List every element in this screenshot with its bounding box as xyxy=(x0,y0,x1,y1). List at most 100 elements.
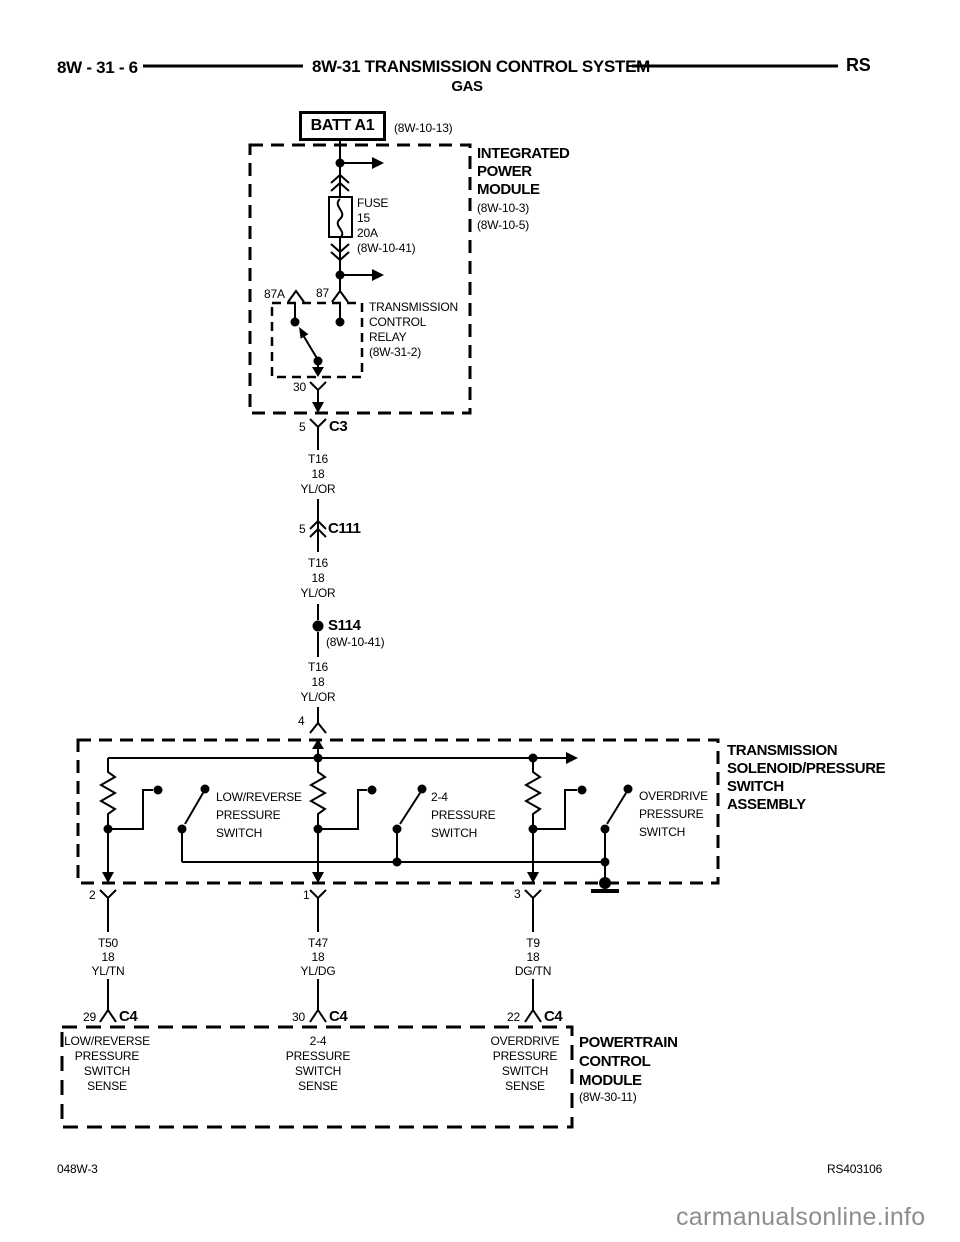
pcm-sense-line: LOW/REVERSE xyxy=(64,1034,150,1048)
pcm-sense-overdrive-label: OVERDRIVE PRESSURE SWITCH SENSE xyxy=(475,1034,575,1094)
wire-gauge: 18 xyxy=(526,950,540,964)
relay-arm xyxy=(302,334,319,361)
pcm-sense-line: SWITCH xyxy=(83,1064,131,1078)
splice-s114-dot xyxy=(312,620,324,632)
switch-label-line: PRESSURE xyxy=(216,808,281,822)
relay-pin-87a-label: 87A xyxy=(264,287,285,301)
pcm-sense-2-4-label: 2-4 PRESSURE SWITCH SENSE xyxy=(268,1034,368,1094)
pcm-sense-line: SENSE xyxy=(505,1079,545,1093)
c3-pin-label: 5 xyxy=(299,420,306,434)
wire-label-t47: T47 18 YL/DG xyxy=(268,936,368,978)
header-page-code: 8W - 31 - 6 xyxy=(57,58,138,77)
battery-feed-box: BATT A1 xyxy=(299,111,386,141)
assembly-name: TRANSMISSION SOLENOID/PRESSURE SWITCH AS… xyxy=(727,742,886,814)
c4-mid-name: C4 xyxy=(329,1008,348,1025)
splice-ref: (8W-10-41) xyxy=(326,635,385,649)
assembly-pin-3-label: 3 xyxy=(514,887,521,901)
c4-right-name: C4 xyxy=(544,1008,563,1025)
assembly-name-line: ASSEMBLY xyxy=(727,796,806,813)
watermark: carmanualsonline.info xyxy=(676,1203,926,1231)
relay-name-line: (8W-31-2) xyxy=(369,345,421,359)
wire-id: T50 xyxy=(97,936,119,950)
switch-label-line: 2-4 xyxy=(431,790,448,804)
relay-name-line: CONTROL xyxy=(369,315,427,329)
relay-pin-87a-symbol xyxy=(287,289,305,303)
wire-gauge: 18 xyxy=(311,675,325,689)
switch-arm-low-reverse xyxy=(184,792,204,825)
assembly-box xyxy=(76,738,720,885)
assembly-pin-4-label: 4 xyxy=(298,714,305,728)
assembly-name-line: SWITCH xyxy=(727,778,784,795)
relay-box xyxy=(270,301,364,379)
wire-color: YL/DG xyxy=(300,964,336,978)
pcm-name: POWERTRAIN CONTROL MODULE xyxy=(579,1033,678,1090)
assembly-name-line: TRANSMISSION xyxy=(727,742,838,759)
fuse-label: FUSE 15 20A (8W-10-41) xyxy=(357,196,416,256)
pcm-sense-line: SENSE xyxy=(87,1079,127,1093)
assembly-name-line: SOLENOID/PRESSURE xyxy=(727,760,886,777)
resistor-2-4 xyxy=(308,758,328,829)
wire-color: YL/OR xyxy=(300,586,336,600)
c4-mid-pin-label: 30 xyxy=(292,1010,305,1024)
wire-label-t16-1: T16 18 YL/OR xyxy=(268,452,368,497)
c3-connector-symbol xyxy=(309,418,327,429)
pressure-switch-2-4-label: 2-4 PRESSURE SWITCH xyxy=(431,788,496,842)
fuse-label-line: FUSE xyxy=(357,196,389,210)
c4-connector-symbol-right xyxy=(524,1008,542,1023)
c111-connector-symbol xyxy=(309,519,327,530)
switch-label-line: OVERDRIVE xyxy=(639,789,708,803)
assembly-pin-2-label: 2 xyxy=(89,888,96,902)
resistor-low-reverse xyxy=(98,758,118,829)
switch-label-line: SWITCH xyxy=(431,826,478,840)
switch-arm-2-4 xyxy=(399,792,421,825)
pcm-name-line: CONTROL xyxy=(579,1053,651,1070)
pcm-sense-low-reverse-label: LOW/REVERSE PRESSURE SWITCH SENSE xyxy=(57,1034,157,1094)
pcm-sense-line: OVERDRIVE xyxy=(490,1034,560,1048)
pcm-sense-line: SWITCH xyxy=(294,1064,342,1078)
c111-name: C111 xyxy=(328,520,361,537)
wire-color: YL/TN xyxy=(91,964,125,978)
header-corner-code: RS xyxy=(846,55,871,75)
wire-id: T16 xyxy=(307,660,329,674)
relay-name: TRANSMISSION CONTROL RELAY (8W-31-2) xyxy=(369,300,458,360)
wire-id: T47 xyxy=(307,936,329,950)
pcm-ref: (8W-30-11) xyxy=(579,1090,637,1104)
c4-left-name: C4 xyxy=(119,1008,138,1025)
assembly-pin-4-symbol xyxy=(309,721,327,734)
wire-gauge: 18 xyxy=(311,467,325,481)
wire-id: T16 xyxy=(307,452,329,466)
battery-feed-label: BATT A1 xyxy=(310,117,375,134)
relay-pin-87-label: 87 xyxy=(316,286,329,300)
pcm-sense-line: PRESSURE xyxy=(492,1049,558,1063)
c111-pin-label: 5 xyxy=(299,522,306,536)
switch-label-line: SWITCH xyxy=(639,825,686,839)
ipm-ref: (8W-10-3) xyxy=(477,201,529,215)
wire-label-t9: T9 18 DG/TN xyxy=(483,936,583,978)
wire-label-t16-2: T16 18 YL/OR xyxy=(268,556,368,601)
pcm-sense-line: SWITCH xyxy=(501,1064,549,1078)
c3-name: C3 xyxy=(329,418,348,435)
c4-left-pin-label: 29 xyxy=(83,1010,96,1024)
battery-feed-ref: (8W-10-13) xyxy=(394,121,453,135)
ipm-refs: (8W-10-3) (8W-10-5) xyxy=(477,200,529,234)
switch-label-line: LOW/REVERSE xyxy=(216,790,302,804)
ipm-box xyxy=(248,143,472,415)
wire-id: T9 xyxy=(526,936,540,950)
pcm-sense-line: PRESSURE xyxy=(74,1049,140,1063)
wire-gauge: 18 xyxy=(311,950,325,964)
ipm-ref: (8W-10-5) xyxy=(477,218,529,232)
fuse-label-line: 15 xyxy=(357,211,370,225)
relay-arm-arrowhead xyxy=(299,327,309,339)
c4-connector-symbol-left xyxy=(99,1008,117,1023)
relay-pin-30-label: 30 xyxy=(293,380,306,394)
wire-color: DG/TN xyxy=(514,964,552,978)
pcm-box xyxy=(60,1025,574,1129)
wire-label-t50: T50 18 YL/TN xyxy=(58,936,158,978)
pcm-name-line: MODULE xyxy=(579,1072,642,1089)
pcm-sense-line: 2-4 xyxy=(309,1034,327,1048)
overdrive-pressure-switch-label: OVERDRIVE PRESSURE SWITCH xyxy=(639,787,708,841)
wire-id: T16 xyxy=(307,556,329,570)
footer-drawing-code: 048W-3 xyxy=(57,1162,98,1176)
switch-label-line: SWITCH xyxy=(216,826,263,840)
